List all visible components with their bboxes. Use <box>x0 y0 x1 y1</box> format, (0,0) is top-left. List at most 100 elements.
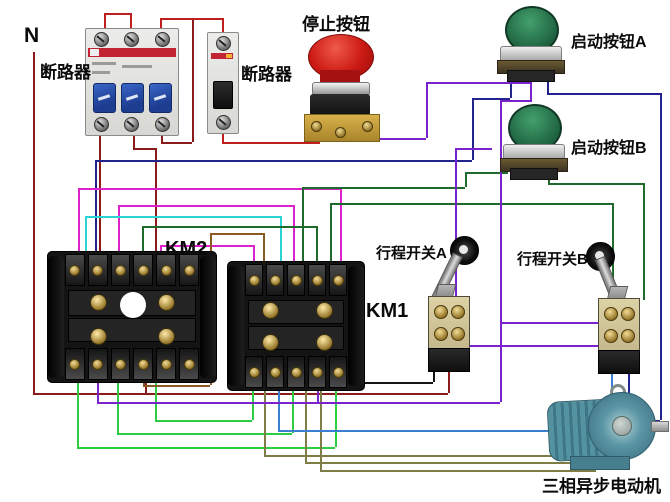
wire-purple <box>500 322 598 324</box>
terminal <box>245 264 263 296</box>
wire-navy <box>95 160 97 265</box>
wire-green <box>643 183 645 300</box>
contactor-mid <box>68 318 196 342</box>
wire-brown <box>143 385 210 387</box>
terminal <box>329 356 347 388</box>
terminal-screw <box>621 307 635 321</box>
label-km2: KM2 <box>165 238 208 260</box>
wire-darkred <box>192 18 194 142</box>
terminal-screw <box>434 305 448 319</box>
wire-darkred <box>33 52 35 393</box>
terminal <box>133 254 154 286</box>
circuit-breaker-1pole <box>207 32 239 134</box>
wire-purple <box>426 82 530 84</box>
contactor-km1 <box>228 262 364 390</box>
wire-blue <box>278 430 611 432</box>
wire-navy <box>510 80 512 98</box>
wire-purple <box>97 363 99 402</box>
breaker-lever <box>120 83 144 113</box>
terminal <box>133 348 154 380</box>
label-limit-switch-b: 行程开关B <box>517 251 588 268</box>
breaker-lever <box>213 81 233 109</box>
label-motor: 三相异步电动机 <box>542 477 661 496</box>
terminal <box>87 254 108 286</box>
wire-purple <box>350 138 426 140</box>
wire-darkred <box>99 125 101 265</box>
wire-lime <box>155 358 157 420</box>
terminal-screw <box>93 32 109 47</box>
motor-flange <box>588 392 656 460</box>
wire-lime <box>252 372 254 420</box>
wire-magenta <box>340 188 342 310</box>
coil-screw <box>316 302 333 319</box>
wire-olive <box>264 372 266 455</box>
motor-foot <box>570 456 630 470</box>
label-breaker-3pole: 断路器 <box>40 63 91 82</box>
terminal-screw <box>124 32 140 47</box>
wire-red <box>104 13 130 15</box>
label-start-button-b: 启动按钮B <box>571 140 647 157</box>
terminal <box>65 348 85 380</box>
terminal-screw <box>335 127 346 138</box>
terminal <box>245 356 263 388</box>
breaker-marking <box>122 65 152 68</box>
wire-darkred <box>33 393 448 395</box>
label-breaker-1pole: 断路器 <box>241 65 292 84</box>
breaker-marking <box>92 62 116 65</box>
label-stop-button: 停止按钮 <box>302 15 370 34</box>
terminal-screw <box>124 117 140 132</box>
wire-navy <box>472 98 474 160</box>
terminal-screw <box>93 117 109 132</box>
wire-green <box>330 203 612 205</box>
wire-green <box>302 187 304 310</box>
wire-navy <box>547 80 549 93</box>
wire-lime <box>77 362 79 447</box>
terminal-screw <box>604 329 618 343</box>
coil-screw <box>158 328 175 345</box>
limit-switch-a-body <box>428 296 470 350</box>
terminal-screw <box>215 36 231 51</box>
terminal <box>329 264 347 296</box>
contactor-top-terminals <box>245 264 347 296</box>
terminal <box>179 254 199 286</box>
wire-purple <box>500 100 502 402</box>
terminal <box>266 264 284 296</box>
circuit-breaker-3pole <box>85 28 179 136</box>
wire-magenta <box>293 205 295 310</box>
terminal-screw <box>216 115 231 130</box>
wire-brown <box>210 233 263 235</box>
wire-cyan <box>85 216 280 218</box>
contactor-bottom-terminals <box>245 356 347 388</box>
coil-screw <box>158 294 175 311</box>
terminal-screw <box>434 327 448 341</box>
terminal <box>287 356 305 388</box>
wire-lime <box>77 447 335 449</box>
wire-magenta <box>118 205 120 265</box>
wire-olive <box>320 372 322 470</box>
start-button-a <box>489 6 569 82</box>
coil-screw <box>90 328 107 345</box>
wire-cyan <box>85 216 87 265</box>
terminal <box>156 348 177 380</box>
wire-olive <box>320 470 596 472</box>
breaker-lever <box>92 83 116 113</box>
label-neutral: N <box>24 24 40 47</box>
wire-lime <box>117 358 119 433</box>
terminal-screw <box>155 32 171 47</box>
wire-red <box>222 130 224 142</box>
breaker-bottom-terminals <box>86 117 178 132</box>
coil-screw <box>262 302 279 319</box>
wire-darkred <box>133 125 135 150</box>
terminal-screw <box>604 307 618 321</box>
terminal <box>287 264 305 296</box>
motor-shaft <box>651 421 669 432</box>
terminal-screw <box>621 329 635 343</box>
wire-magenta <box>118 205 293 207</box>
wire-red <box>104 13 106 42</box>
contactor-bottom-terminals <box>65 348 199 380</box>
wire-lime <box>117 433 292 435</box>
wire-darkred <box>133 148 155 150</box>
label-km1: KM1 <box>366 300 409 322</box>
terminal <box>156 254 177 286</box>
